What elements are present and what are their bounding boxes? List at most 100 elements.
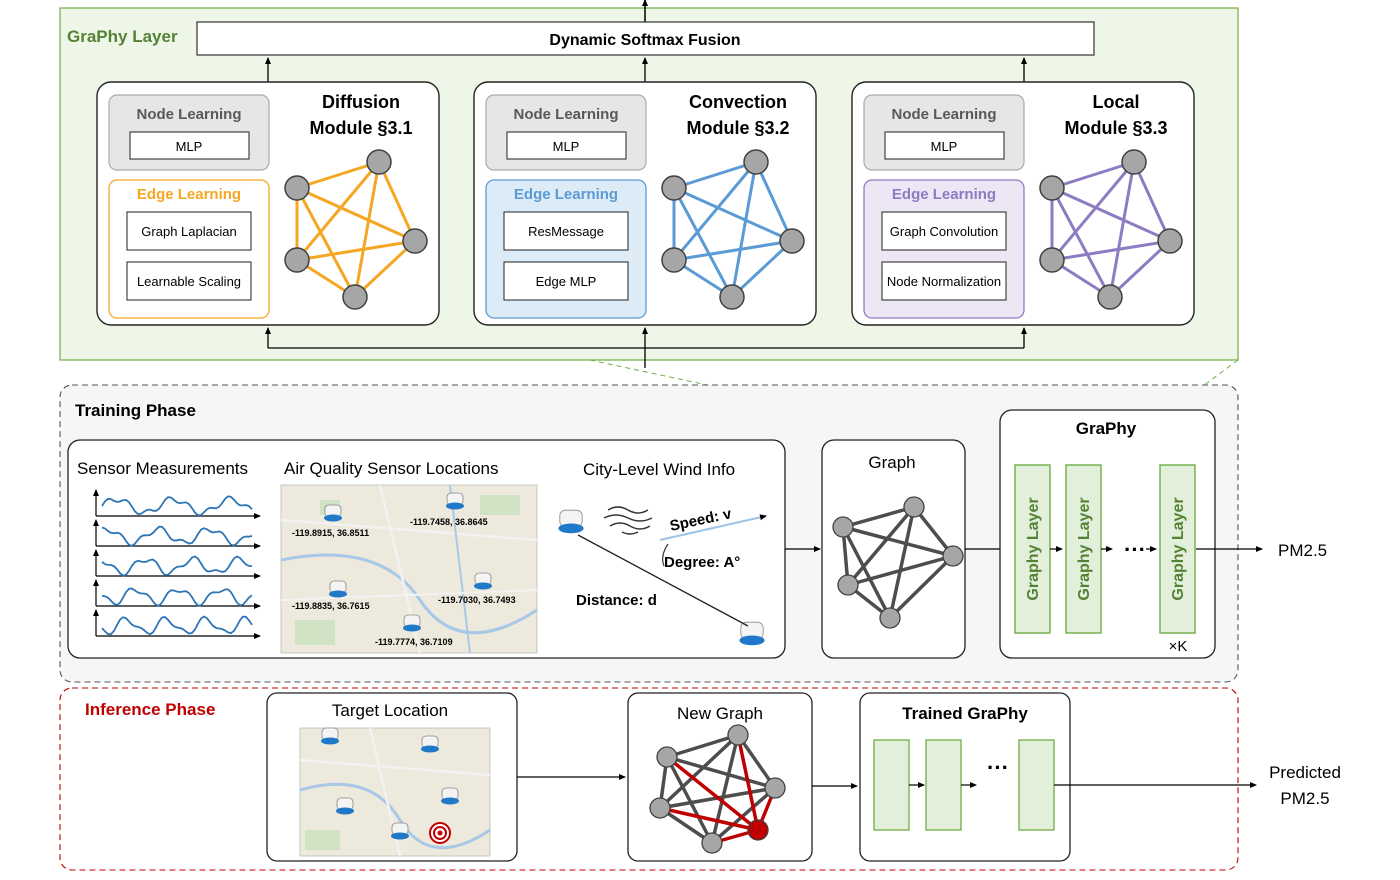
graphy-layer-block-3 (1159, 464, 1196, 634)
sensor-locations-title: Air Quality Sensor Locations (284, 459, 499, 478)
wind-illustration: Speed: v Degree: A° Distance: d (558, 505, 767, 646)
edge-learning-label: Edge Learning (514, 186, 618, 203)
module-edge (1050, 161, 1136, 261)
module-node (743, 149, 769, 175)
module-node (1039, 175, 1065, 201)
graph-edge (736, 733, 777, 790)
module-node (1097, 284, 1123, 310)
sensor-series-line (101, 525, 253, 547)
target-node (747, 819, 769, 841)
sensor-icon (391, 822, 409, 840)
sensor-series-plots (93, 489, 261, 639)
sensor-series-line (101, 587, 253, 607)
module-edge (672, 161, 758, 261)
module-edge (353, 161, 381, 298)
graph-edge (710, 786, 777, 845)
module-name-line2: Module §3.3 (1064, 118, 1167, 138)
graph-node (942, 545, 964, 567)
graph-edge (736, 734, 760, 831)
sensor-icon (403, 614, 421, 632)
module-edge (1051, 239, 1171, 262)
trained-layer-k (1018, 739, 1055, 831)
module-edge (673, 239, 793, 262)
graph-node (832, 516, 854, 538)
module-edge (1108, 161, 1136, 298)
module-node (366, 149, 392, 175)
module-name-line2: Module §3.2 (686, 118, 789, 138)
sensor-icon (446, 492, 464, 510)
graph-edge (841, 526, 892, 619)
repeat-k: ×K (1169, 638, 1188, 655)
fusion-label: Dynamic Softmax Fusion (549, 32, 740, 49)
inference-output-line2: PM2.5 (1280, 789, 1329, 808)
module-edge (296, 186, 416, 243)
module-edge (1051, 160, 1135, 190)
graph-edge (888, 506, 916, 619)
graph-title: Graph (868, 453, 915, 472)
module-edge (754, 161, 794, 242)
wind-info-title: City-Level Wind Info (583, 460, 735, 479)
graph-node (764, 777, 786, 799)
graphy-layer-block-1 (1014, 464, 1051, 634)
training-phase-title: Training Phase (75, 401, 196, 420)
graphy-layer-title: GraPhy Layer (67, 27, 178, 46)
graph-node (656, 746, 678, 768)
graph-node (727, 724, 749, 746)
graph-edge (666, 733, 739, 759)
edge-item: Node Normalization (887, 274, 1001, 289)
sensor-series-line (101, 495, 253, 517)
edge-item: Graph Convolution (890, 224, 998, 239)
mlp-label: MLP (931, 139, 958, 154)
module-edge (673, 160, 757, 190)
graph-edge (665, 755, 760, 832)
graph-node (903, 496, 925, 518)
module-node (284, 247, 310, 273)
sensor-map: -119.8915, 36.8511 -119.7458, 36.8645 -1… (280, 484, 538, 654)
graph-edge (665, 756, 714, 844)
target-map (299, 727, 491, 857)
edge-item: Edge MLP (536, 274, 597, 289)
inference-phase-title: Inference Phase (85, 700, 215, 719)
new-graph-title: New Graph (677, 704, 763, 723)
graph-node (879, 607, 901, 629)
trained-ellipsis: ··· (987, 755, 1009, 780)
module-edge (1051, 186, 1171, 243)
sensor-series-line (101, 555, 253, 577)
graphy-layer-label: Graphy Layer (1076, 497, 1093, 600)
graph-edge (666, 755, 776, 790)
sensor-icon (739, 621, 765, 646)
sensor-series-line (101, 615, 253, 636)
module-edge (296, 160, 380, 190)
module-edge (377, 161, 417, 242)
node-learning-label: Node Learning (513, 106, 618, 123)
edge-item: ResMessage (528, 224, 604, 239)
module-edge (296, 239, 416, 262)
module-name-line2: Module §3.1 (309, 118, 412, 138)
module-node (1121, 149, 1147, 175)
training-phase-panel: Training Phase Sensor Measurements Air Q… (59, 384, 1327, 683)
module-node (402, 228, 428, 254)
module-name-line1: Diffusion (322, 92, 400, 112)
graph-node (649, 797, 671, 819)
sensor-measurements-title: Sensor Measurements (77, 459, 248, 478)
inference-phase-panel: Inference Phase Target Location New Grap… (59, 687, 1341, 871)
graph-edge (659, 806, 759, 832)
sensor-icon (474, 572, 492, 590)
module-name-line1: Local (1092, 92, 1139, 112)
graph-edge (710, 734, 740, 844)
graph-edge (842, 525, 954, 558)
training-graph (832, 496, 964, 629)
module-node (719, 284, 745, 310)
edge-item: Graph Laplacian (141, 224, 236, 239)
mlp-label: MLP (553, 139, 580, 154)
module-node (661, 247, 687, 273)
module-edge (730, 239, 794, 299)
module-name-line1: Convection (689, 92, 787, 112)
trained-layer-2 (925, 739, 962, 831)
module-edge (672, 187, 734, 298)
fusion-box (196, 21, 1095, 56)
module-node (284, 175, 310, 201)
